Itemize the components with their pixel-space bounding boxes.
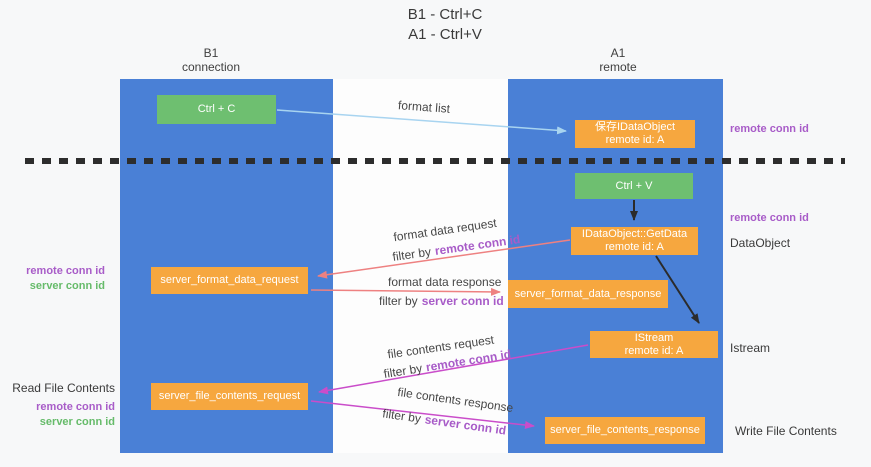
node-server-file-contents-response: server_file_contents_response <box>545 417 705 444</box>
node-ctrl-v-label: Ctrl + V <box>615 179 653 192</box>
node-istream: IStream remote id: A <box>590 331 718 358</box>
column-header-a1: A1 remote <box>558 46 678 74</box>
title-line-2: A1 - Ctrl+V <box>408 26 482 43</box>
left-label-server-conn-id-1: server conn id <box>29 280 105 292</box>
diagram-title: B1 - Ctrl+C A1 - Ctrl+V <box>335 5 555 45</box>
right-label-istream: Istream <box>730 341 771 355</box>
node-server-format-data-request: server_format_data_request <box>151 267 308 294</box>
node-getdata-line2: remote id: A <box>605 241 664 253</box>
edge-label-format-data-response: format data response <box>388 275 502 289</box>
left-label-remote-conn-id-1: remote conn id <box>26 265 105 277</box>
column-header-b1: B1 connection <box>151 46 271 74</box>
arrow-file-contents-request <box>318 344 589 395</box>
arrow-format-data-response <box>310 287 501 296</box>
node-server-file-contents-response-label: server_file_contents_response <box>550 424 700 436</box>
left-label-server-conn-id-2: server conn id <box>39 416 115 428</box>
right-label-write-file-contents: Write File Contents <box>735 424 837 438</box>
node-getdata-line1: IDataObject::GetData <box>581 228 688 240</box>
column-b1-title: B1 <box>203 46 219 60</box>
node-server-format-data-response: server_format_data_response <box>508 280 668 308</box>
filter-by-text: filter by <box>379 294 418 308</box>
arrow-format-list <box>276 109 567 135</box>
dashed-separator <box>25 158 845 164</box>
node-server-file-contents-request-label: server_file_contents_request <box>158 390 301 402</box>
right-label-remote-conn-id-top: remote conn id <box>730 123 809 135</box>
between-columns-band <box>333 79 508 453</box>
title-line-1: B1 - Ctrl+C <box>407 6 483 23</box>
arrow-file-contents-response <box>310 400 535 429</box>
node-getdata: IDataObject::GetData remote id: A <box>571 227 698 255</box>
arrow-getdata-to-istream <box>655 255 700 324</box>
left-label-read-file-contents: Read File Contents <box>12 381 115 395</box>
right-label-remote-conn-id-mid: remote conn id <box>730 212 809 224</box>
column-b1-subtitle: connection <box>181 60 241 74</box>
server-conn-id-text: server conn id <box>421 294 504 308</box>
node-ctrl-c-label: Ctrl + C <box>197 103 236 115</box>
node-server-format-data-response-label: server_format_data_response <box>514 287 662 300</box>
node-server-format-data-request-label: server_format_data_request <box>160 274 299 286</box>
left-label-conn-ids-top: remote conn id server conn id <box>10 264 105 294</box>
node-istream-line2: remote id: A <box>624 344 684 357</box>
node-save-dataobject-line1: 保存IDataObject <box>594 121 676 133</box>
node-server-file-contents-request: server_file_contents_request <box>151 383 308 410</box>
column-a1-title: A1 <box>610 46 626 60</box>
left-label-read-block: Read File Contents remote conn id server… <box>10 381 115 430</box>
left-label-remote-conn-id-2: remote conn id <box>36 401 115 413</box>
node-istream-line1: IStream <box>634 331 674 344</box>
node-ctrl-v: Ctrl + V <box>575 173 693 199</box>
arrow-format-data-request <box>317 239 571 279</box>
column-a1-subtitle: remote <box>599 60 637 74</box>
node-save-dataobject-line2: remote id: A <box>605 134 665 146</box>
node-ctrl-c: Ctrl + C <box>157 95 276 124</box>
right-label-dataobject: DataObject <box>730 236 791 250</box>
node-save-dataobject: 保存IDataObject remote id: A <box>575 120 695 148</box>
